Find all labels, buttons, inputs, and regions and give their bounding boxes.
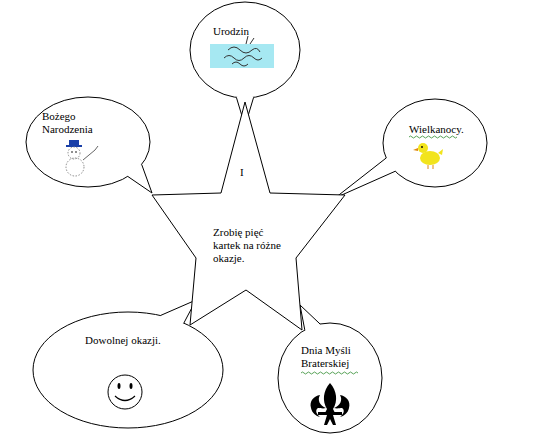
node-label: Urodzin bbox=[213, 25, 283, 38]
node-label: Zrobię pięć kartek na różne okazje. bbox=[213, 226, 281, 265]
speech-bubble: Urodzin bbox=[190, 2, 300, 98]
bubble-outline bbox=[190, 2, 300, 98]
bubble-outline bbox=[383, 99, 487, 187]
node-label: Wielkanocy. bbox=[409, 123, 479, 136]
node-label: I bbox=[240, 166, 252, 179]
speech-bubble: Dowolnej okazji. bbox=[33, 312, 223, 428]
star-shape: I Zrobię pięć kartek na różne okazje. bbox=[150, 100, 347, 332]
node-label: Dnia Myśli Braterskiej bbox=[301, 344, 373, 370]
speech-bubble: Bożego Narodzenia bbox=[26, 97, 150, 187]
speech-bubble: Dnia Myśli Braterskiej bbox=[278, 323, 382, 433]
star-outline bbox=[150, 100, 347, 332]
node-label: Bożego Narodzenia bbox=[42, 110, 114, 136]
bubble-outline bbox=[278, 323, 382, 433]
speech-bubble: Wielkanocy. bbox=[383, 99, 487, 187]
node-label: Dowolnej okazji. bbox=[85, 334, 195, 347]
bubble-outline bbox=[33, 312, 223, 428]
